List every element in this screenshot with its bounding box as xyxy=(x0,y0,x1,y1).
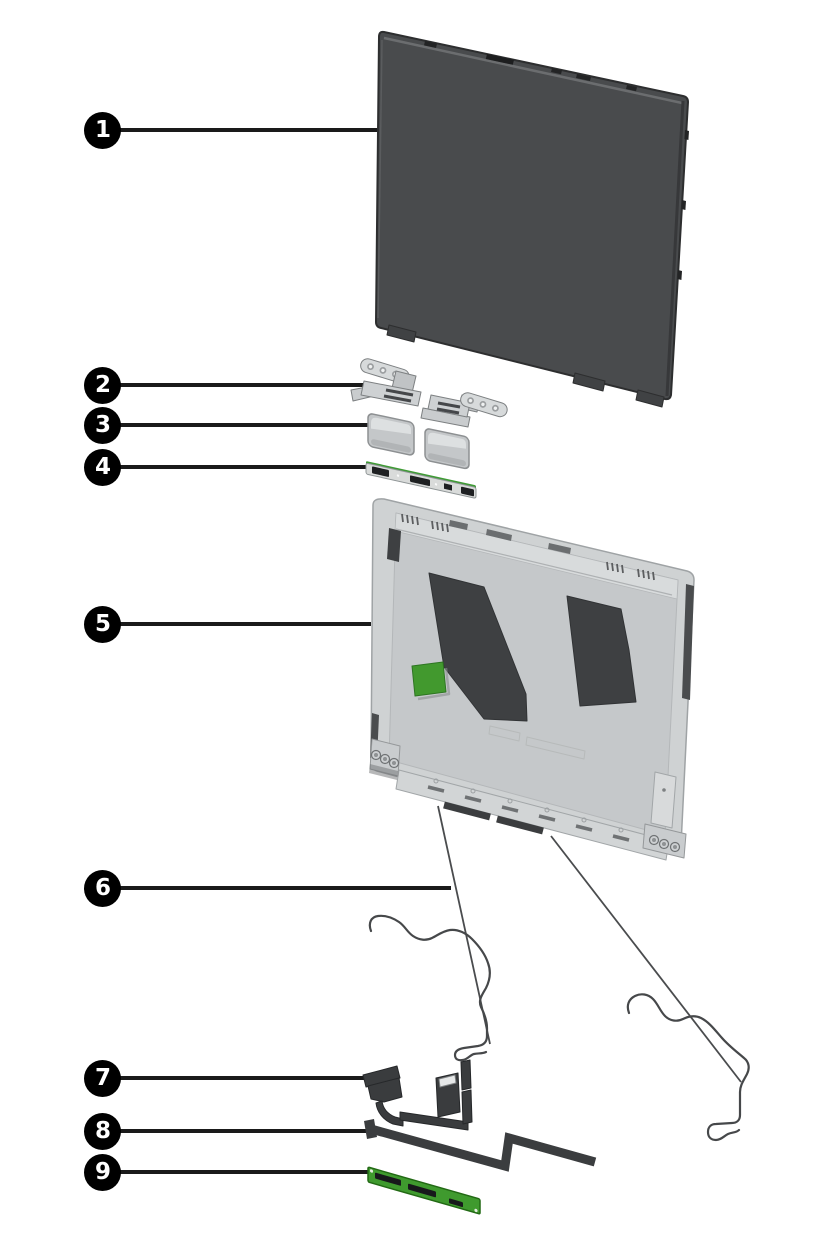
callout-5: 5 xyxy=(84,606,121,643)
antenna-cable-left xyxy=(368,914,491,1062)
callout-6: 6 xyxy=(84,870,121,907)
hinge-cover-left xyxy=(367,413,415,456)
cover-green-label xyxy=(411,661,447,697)
callout-9: 9 xyxy=(84,1154,121,1191)
hinge-right xyxy=(420,392,508,428)
leader-lines xyxy=(118,128,451,1174)
callout-8: 8 xyxy=(84,1113,121,1150)
antenna-strip-left xyxy=(443,801,491,821)
cover-antenna-band xyxy=(394,512,679,600)
display-panel xyxy=(375,30,689,408)
antenna-cables xyxy=(368,914,750,1142)
callout-3: 3 xyxy=(84,407,121,444)
hinge-cover-right xyxy=(424,428,470,470)
cover-hinge-corner-right xyxy=(642,771,687,859)
antenna-cable-right xyxy=(626,993,750,1142)
callout-7: 7 xyxy=(84,1060,121,1097)
sensor-board xyxy=(367,1166,481,1215)
camera-module xyxy=(365,461,477,499)
cover-bottom-rail xyxy=(395,769,670,861)
cover-hinge-corner-left xyxy=(369,738,401,780)
adhesive-strip xyxy=(364,1119,597,1172)
display-back-cover xyxy=(369,498,695,861)
callout-2: 2 xyxy=(84,367,121,404)
antenna-strip-right xyxy=(496,815,544,835)
callout-1: 1 xyxy=(84,112,121,149)
antenna-leader-lines xyxy=(437,805,742,1083)
hinge-left xyxy=(350,358,422,407)
antenna-strips xyxy=(443,801,544,835)
display-cable xyxy=(362,1059,473,1131)
cover-patch-right xyxy=(566,595,637,707)
callout-4: 4 xyxy=(84,449,121,486)
